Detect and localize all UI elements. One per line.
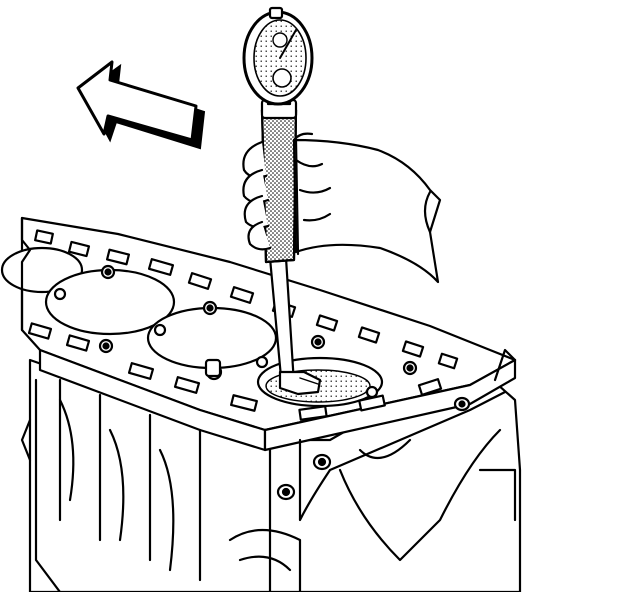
dial-bore-gauge-icon: [242, 6, 322, 396]
direction-arrow-icon: [76, 60, 206, 150]
engine-block-icon: [0, 216, 522, 592]
hand-icon: [242, 132, 442, 284]
